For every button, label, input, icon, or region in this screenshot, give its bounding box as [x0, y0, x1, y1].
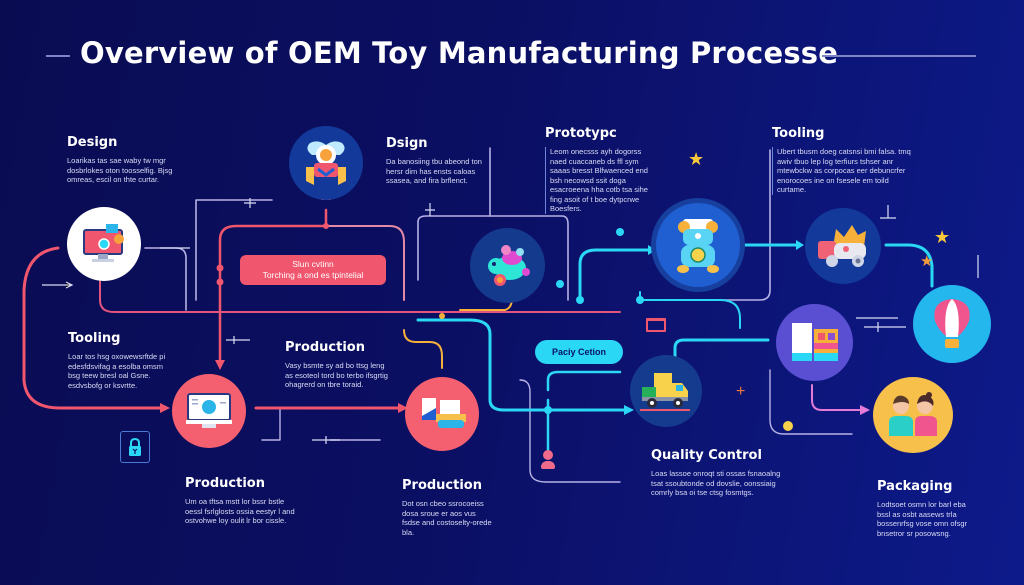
people-icon — [889, 392, 937, 436]
block-heading: Prototypc — [545, 126, 617, 141]
wire-lav-3 — [417, 215, 569, 301]
wire-pink-mid — [99, 267, 621, 313]
wire-pink-vertical — [218, 208, 328, 362]
title-rule-left — [46, 55, 70, 57]
wire-lav-2 — [144, 247, 187, 311]
toy-car-icon — [422, 398, 466, 428]
wire-nodes — [544, 228, 644, 414]
block-body: Ubert tbusm doeg catsnsi bmi falsa. tmq … — [772, 147, 912, 195]
block-tooling-left: Tooling Loar tos hsg oxowewsrftde pi ede… — [68, 331, 172, 390]
teddy-bear-icon — [677, 219, 719, 273]
node-prototype-creature — [470, 228, 545, 303]
dinosaur-toy-icon — [487, 244, 530, 286]
wire-cyan-6 — [546, 370, 622, 392]
delivery-truck-icon — [640, 373, 690, 411]
block-heading: Design — [67, 135, 118, 150]
star-icon: ★ — [920, 253, 934, 270]
star-keychain-icon: ★ — [688, 149, 705, 169]
block-design-top: Dsign Da banosiing tbu abeond ton hersr … — [386, 136, 486, 186]
block-heading: Production — [285, 340, 365, 355]
pill-line-2: Torching a ond es tpintelial — [262, 270, 364, 280]
block-heading: Tooling — [68, 331, 121, 346]
process-callout-pill: Paciy Cetion — [535, 340, 623, 364]
wire-orange — [403, 329, 443, 369]
block-heading: Packaging — [877, 479, 953, 494]
node-production-car — [405, 377, 479, 451]
block-heading: Tooling — [772, 126, 825, 141]
wire-pink-top — [325, 225, 405, 301]
node-design-robot — [289, 126, 363, 200]
block-prototype: Prototypc Leom onecsss ayh dogorss naed … — [545, 126, 657, 214]
block-body: Vasy bsmte sy ad bo ttsg leng as esoteol… — [285, 361, 388, 389]
block-heading: Dsign — [386, 136, 428, 151]
node-packaging-people — [873, 377, 953, 453]
block-quality-control: Quality Control Loas lassoe onroqt sti o… — [651, 448, 787, 498]
wire-pink-left-loop — [22, 246, 162, 410]
block-packaging: Packaging Lodtsoet osmn lor barl eba bss… — [877, 479, 977, 538]
robot-toy-icon — [306, 141, 346, 185]
block-body: Da banosiing tbu abeond ton hersr dim ha… — [386, 157, 482, 185]
block-production-mid: Production Vasy bsmte sy ad bo ttsg leng… — [285, 340, 391, 390]
wire-lav-7 — [769, 369, 853, 435]
block-heading: Production — [185, 476, 265, 491]
design-callout-pill: Slun cvtinn Torching a ond es tpintelial — [240, 255, 386, 285]
block-body: Loar tos hsg oxowewsrftde pi edesfdsvifa… — [68, 352, 166, 390]
node-packaging-boxes — [776, 304, 853, 381]
block-body: Lodtsoet osmn lor barl eba bssl as osbt … — [877, 500, 968, 538]
cart-icon — [646, 318, 666, 332]
wire-cyan-2 — [578, 248, 652, 302]
block-body: Leom onecsss ayh dogorss naed cuaccaneb … — [545, 147, 657, 214]
pill-label: Paciy Cetion — [551, 347, 607, 357]
node-production-computer — [172, 374, 246, 448]
pill-line-1: Slun cvtinn — [292, 259, 334, 269]
title-rule-right — [822, 55, 976, 57]
wire-lav-1 — [195, 199, 273, 301]
block-production-bottom-mid: Production Dot osn cbeo ssrocoeiss dosa … — [402, 478, 494, 537]
wire-cyan-1 — [416, 318, 630, 412]
block-heading: Quality Control — [651, 448, 762, 463]
block-body: Loarikas tas sae waby tw mgr dosbrlokes … — [67, 156, 173, 184]
block-heading: Production — [402, 478, 482, 493]
computer-icon — [186, 393, 232, 428]
monitor-icon — [83, 224, 124, 262]
node-prototype-bear — [656, 203, 740, 287]
boxes-icon — [791, 322, 838, 361]
node-design-monitor — [67, 207, 141, 281]
block-body: Um oa tftsa mstt lor bssr bstle oessl fs… — [185, 497, 295, 525]
wire-lav-8 — [811, 384, 865, 411]
node-packaging-balloon — [913, 285, 991, 363]
node-tooling-truck — [805, 208, 881, 284]
person-icon — [541, 450, 555, 470]
wire-lav-6 — [519, 379, 621, 483]
block-body: Loas lassoe onroqt sti ossas fsnaoalng t… — [651, 469, 781, 497]
wire-cyan-5 — [673, 338, 770, 358]
padlock-icon — [120, 431, 150, 463]
star-icon: ★ — [934, 227, 951, 247]
page-title: Overview of OEM Toy Manufacturing Proces… — [80, 36, 839, 70]
toy-truck-crown-icon — [818, 225, 866, 267]
plus-icon: + — [736, 383, 746, 400]
block-production-bottom-left: Production Um oa tftsa mstt lor bssr bst… — [185, 476, 299, 526]
hot-air-balloon-icon — [934, 299, 970, 348]
block-body: Dot osn cbeo ssrocoeiss dosa sroue er ao… — [402, 499, 492, 537]
node-qc-truck — [630, 355, 702, 427]
wire-lav-4 — [489, 147, 771, 301]
wire-lav-5 — [261, 409, 381, 441]
tick-marks — [42, 198, 979, 444]
wire-cyan-4 — [884, 243, 934, 288]
block-design-left: Design Loarikas tas sae waby tw mgr dosb… — [67, 135, 177, 185]
block-tooling-top: Tooling Ubert tbusm doeg catsnsi bmi fal… — [772, 126, 912, 195]
